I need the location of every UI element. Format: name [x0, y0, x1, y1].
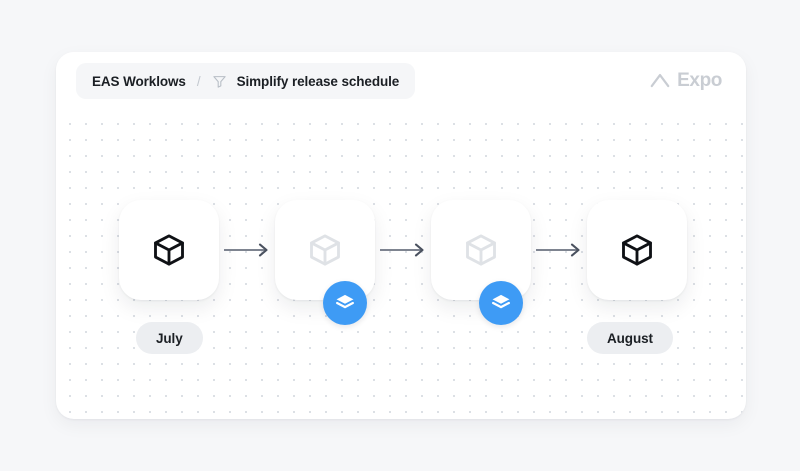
workflow-node-3[interactable]: [431, 200, 531, 325]
expo-chevron-logo-icon: [649, 70, 671, 92]
breadcrumb-separator: /: [196, 73, 201, 89]
month-pill-july: July: [136, 322, 203, 354]
layers-icon: [490, 292, 512, 314]
workflow-node-4[interactable]: [587, 200, 687, 300]
panel-header: EAS Worklows / Simplify release schedule…: [56, 52, 746, 110]
layers-badge[interactable]: [323, 281, 367, 325]
node-card[interactable]: [587, 200, 687, 300]
cube-icon: [463, 232, 499, 268]
cube-icon: [151, 232, 187, 268]
cube-icon: [307, 232, 343, 268]
node-card[interactable]: [119, 200, 219, 300]
expo-brand-name: Expo: [677, 70, 722, 91]
arrow-right-icon-2: [380, 243, 428, 257]
workflow-node-1[interactable]: [119, 200, 219, 300]
node-card[interactable]: [275, 200, 375, 300]
breadcrumb-current-item[interactable]: Simplify release schedule: [236, 73, 400, 89]
cube-icon: [619, 232, 655, 268]
node-card[interactable]: [431, 200, 531, 300]
workflow-canvas: July August: [56, 110, 746, 419]
layers-badge[interactable]: [479, 281, 523, 325]
breadcrumb-root-link[interactable]: EAS Worklows: [92, 73, 186, 89]
layers-icon: [334, 292, 356, 314]
expo-brand: Expo: [649, 70, 726, 92]
month-label: August: [607, 330, 653, 346]
workflow-panel: EAS Worklows / Simplify release schedule…: [56, 52, 746, 419]
arrow-right-icon-3: [536, 243, 584, 257]
month-label: July: [156, 330, 183, 346]
workflow-node-2[interactable]: [275, 200, 375, 325]
arrow-right-icon-1: [224, 243, 272, 257]
month-pill-august: August: [587, 322, 673, 354]
breadcrumb[interactable]: EAS Worklows / Simplify release schedule: [76, 63, 416, 99]
funnel-icon: [212, 74, 227, 89]
